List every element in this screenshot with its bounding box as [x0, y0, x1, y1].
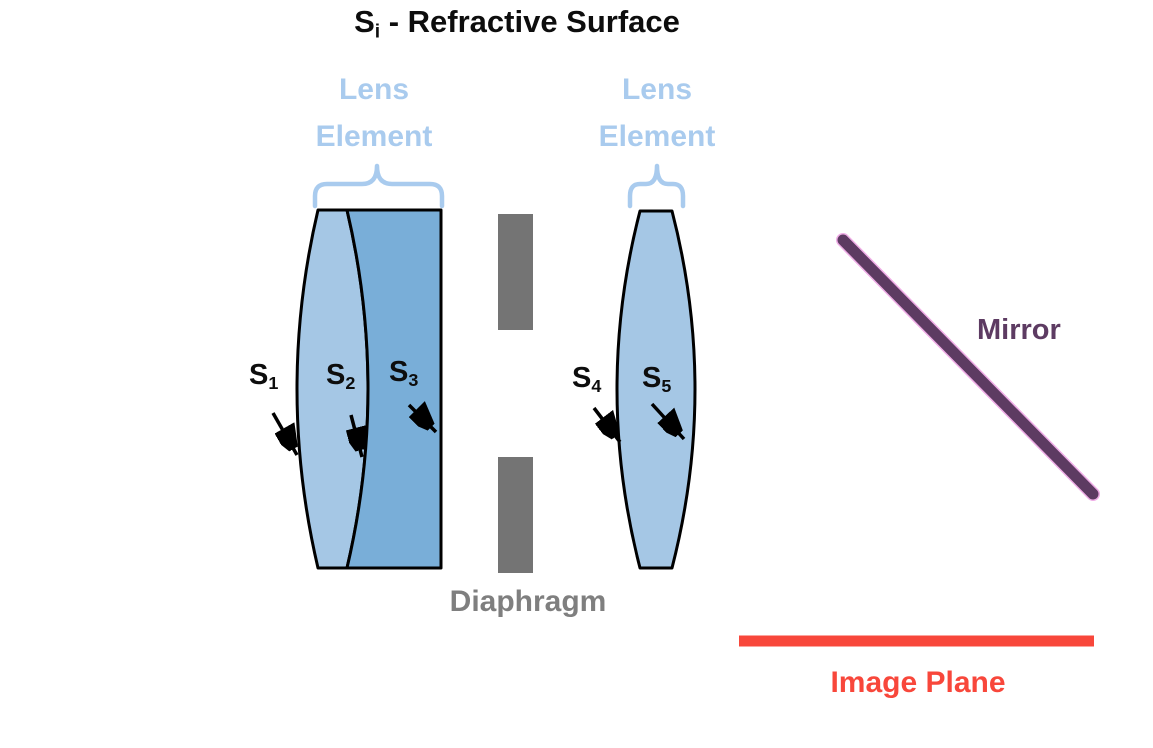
lens2-brace	[627, 163, 686, 209]
diagram-title: Si - Refractive Surface	[354, 4, 680, 43]
diaphragm-top-blade	[498, 214, 533, 330]
title-text: - Refractive Surface	[380, 4, 680, 39]
title-symbol: S	[354, 4, 375, 39]
lens-group-1-label-line2: Element	[315, 120, 433, 153]
lens-group-2-label-line2: Element	[598, 120, 716, 153]
surface-label-s2: S2	[326, 359, 356, 394]
image-plane-label: Image Plane	[830, 666, 1006, 699]
lens1-rear-element-shape	[345, 208, 443, 570]
diaphragm-bottom-blade	[498, 457, 533, 573]
lens2-element-shape	[615, 209, 697, 570]
arrow-s4	[592, 406, 620, 444]
lens-group-1-label: Lens Element	[264, 66, 484, 160]
arrow-s1	[271, 412, 297, 456]
surface-label-s3: S3	[389, 356, 419, 391]
surface-label-s1: S1	[249, 359, 279, 394]
diaphragm-label: Diaphragm	[449, 585, 607, 618]
title-symbol-subscript: i	[374, 21, 381, 43]
mirror-label: Mirror	[977, 314, 1061, 346]
mirror-line	[837, 234, 1099, 500]
lens-group-2-label: Lens Element	[547, 66, 767, 160]
surface-label-s4: S4	[572, 362, 602, 397]
arrow-s3	[407, 405, 436, 434]
arrow-s2	[351, 414, 362, 458]
lens-group-2-label-line1: Lens	[621, 73, 693, 106]
arrow-s5	[650, 402, 684, 441]
lens-group-1-label-line1: Lens	[338, 73, 410, 106]
surface-label-s5: S5	[642, 362, 672, 397]
lens1-brace	[312, 163, 445, 209]
